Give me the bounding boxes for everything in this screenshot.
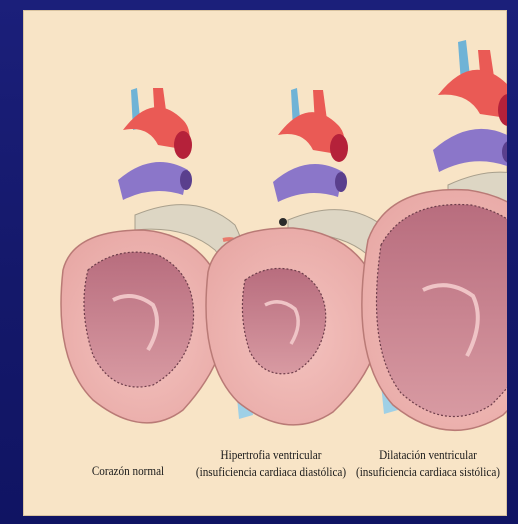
illustration-panel: Corazón normal Hipertrofia ventricular (…	[23, 10, 507, 516]
caption-hypertrophy-line2: (insuficiencia cardiaca diastólica)	[181, 463, 362, 480]
caption-dilation: Dilatación ventricular (insuficiencia ca…	[346, 446, 509, 480]
hearts-illustration	[23, 10, 507, 460]
heart-dilation	[362, 40, 507, 430]
caption-dilation-line2: (insuficiencia cardiaca sistólica)	[346, 463, 509, 480]
caption-hypertrophy: Hipertrofia ventricular (insuficiencia c…	[181, 446, 362, 480]
caption-dilation-line1: Dilatación ventricular	[346, 446, 509, 463]
caption-normal-heart: Corazón normal	[64, 462, 193, 479]
caption-normal-heart-line1: Corazón normal	[92, 463, 164, 478]
caption-hypertrophy-line1: Hipertrofia ventricular	[181, 446, 362, 463]
